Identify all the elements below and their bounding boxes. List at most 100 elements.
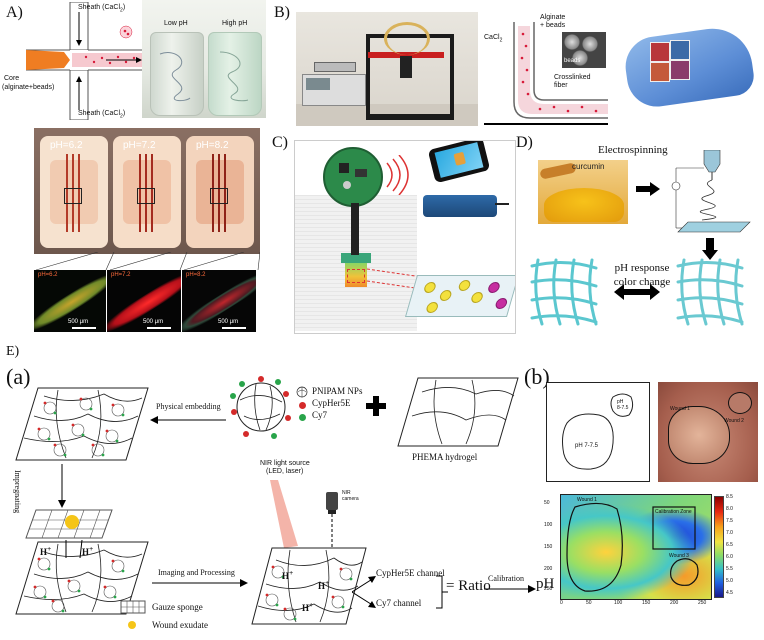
h-plus-label-3: H+ [282, 568, 294, 581]
y-tick: 100 [544, 522, 553, 528]
legend-pnipam-label: PNIPAM NPs [312, 386, 363, 396]
wound-exudate-dot [128, 621, 136, 629]
camera-lens [328, 510, 336, 514]
hydrogel-imaging-diagram [251, 547, 367, 625]
high-ph-label: High pH [222, 20, 248, 27]
alginate-label-line1: Alginate [540, 14, 566, 21]
glove-sensor-photo [622, 12, 758, 126]
h-plus-label-2: H+ [82, 544, 94, 557]
h-plus-label-4: H+ [318, 578, 330, 591]
heatmap-x-ticks: 0 50 100 150 200 250 [560, 600, 710, 608]
nir-camera-label-1: NIR [342, 490, 351, 496]
colorbar-tick: 5.5 [726, 566, 733, 572]
imaging-label: Imaging and Processing [158, 568, 235, 577]
scale-bar-label-1: 500 μm [68, 319, 89, 325]
colorbar-tick: 8.5 [726, 494, 733, 500]
micrograph-ph-8-2: pH=8.2 500 μm [182, 270, 256, 332]
panel-b-label: B) [274, 4, 290, 21]
crosslinked-label-line2: fiber [554, 82, 568, 89]
nir-source-label-1: NIR light source [260, 460, 310, 467]
arrow-down-icon [702, 238, 718, 260]
panel-e-a-label: (a) [6, 364, 31, 389]
x-tick: 50 [586, 600, 592, 606]
gauze-grid-diagram [25, 509, 113, 539]
beads-sem-inset: beads [562, 32, 606, 68]
zoom-connector-lines [35, 252, 260, 271]
alginate-label-line2: + beads [540, 22, 566, 29]
heatmap-colorbar [714, 496, 724, 598]
arrow-down-impregnating-icon [58, 464, 66, 508]
ratio-bracket [436, 575, 448, 609]
legend-cypher-label: CypHer5E [312, 398, 351, 408]
patch-ph-7-2 [113, 136, 181, 248]
cy7-channel-label: Cy7 channel [376, 598, 422, 608]
low-ph-label: Low pH [164, 20, 188, 27]
arrow-right-1-icon [636, 182, 660, 196]
crosslinked-label-line1: Crosslinked [554, 74, 591, 81]
low-ph-vial [150, 32, 204, 116]
channel-split-arrows [352, 576, 376, 608]
y-tick: 250 [544, 586, 553, 592]
ph-response-label-1: pH response [614, 262, 670, 274]
ph-small-label-2: 8-7.5 [617, 405, 629, 411]
calibration-zone-label: Calibration Zone [655, 509, 692, 515]
wound-photo: Wound 1 Wound 2 [658, 382, 758, 482]
x-tick: 200 [670, 600, 679, 606]
panel-a-label: A) [6, 4, 23, 21]
impregnating-label: Impregnating [13, 470, 22, 514]
pnipam-legend-icon [296, 386, 308, 398]
electrospinning-label: Electrospinning [598, 144, 668, 156]
x-tick: 0 [560, 600, 563, 606]
ph-heatmap: Wound 1 Calibration Zone Wound 3 [560, 494, 712, 600]
camera-dashed-line [331, 514, 333, 548]
fiber-squiggle-high [219, 51, 249, 102]
panel-e-label: E) [6, 344, 20, 359]
x-tick: 100 [614, 600, 623, 606]
hydrogel-slab [404, 275, 515, 317]
phema-label: PHEMA hydrogel [412, 452, 478, 462]
ph-output-label: pH [536, 576, 555, 592]
nir-beam-diagram [270, 480, 298, 548]
heatmap-y-ticks: 50 100 150 200 250 [544, 500, 558, 596]
3d-printer-photo [296, 12, 478, 126]
colorbar-tick: 8.0 [726, 506, 733, 512]
phema-hydrogel-diagram [397, 377, 519, 447]
fiber-squiggle-low [159, 52, 191, 102]
panel-d-label: D) [516, 134, 533, 151]
micrograph-ph-label-2: pH=7.2 [111, 272, 131, 278]
scale-bar-label-2: 500 μm [143, 319, 164, 325]
microfluidic-junction-diagram [26, 2, 144, 120]
high-ph-vial [208, 32, 262, 116]
circuit-board [323, 147, 383, 207]
beads-label: beads [564, 58, 581, 64]
smartphone [427, 141, 491, 184]
colorbar-tick: 7.0 [726, 530, 733, 536]
y-tick: 200 [544, 566, 553, 572]
h-plus-label-1: H+ [40, 544, 52, 557]
plus-icon [366, 396, 386, 416]
y-tick: 150 [544, 544, 553, 550]
wound-outline-map: pH 8-7.5 pH 7-7.5 [546, 382, 650, 482]
arrow-left-icon [150, 416, 226, 424]
arrow-calibration-icon [484, 585, 536, 593]
x-tick: 250 [698, 600, 707, 606]
panel-e-b-label: (b) [524, 364, 550, 389]
core-sub-label: (alginate+beads) [2, 84, 55, 91]
sensor-chip [345, 261, 367, 287]
cacl2-label: CaCl2 [484, 34, 503, 44]
patch-ph-label-1: pH=6.2 [50, 140, 83, 151]
fiber-extrusion-diagram: CaCl2 Alginate + beads beads Crosslinked… [484, 12, 608, 126]
patch-ph-8-2 [186, 136, 254, 248]
double-arrow-icon [614, 284, 660, 300]
curcumin-label: curcumin [572, 162, 605, 171]
wireless-signal-icon [386, 155, 409, 195]
micrograph-ph-label-3: pH=8.2 [186, 272, 206, 278]
scale-bar-label-3: 500 μm [218, 319, 239, 325]
mesh-before-diagram [530, 258, 598, 326]
heatmap-wound1-label: Wound 1 [577, 497, 597, 503]
y-tick: 50 [544, 500, 550, 506]
colorbar-tick: 7.5 [726, 518, 733, 524]
patch-ph-6-2 [40, 136, 108, 248]
colorbar-tick: 4.5 [726, 590, 733, 596]
ph-small-label-1: pH [617, 399, 624, 405]
